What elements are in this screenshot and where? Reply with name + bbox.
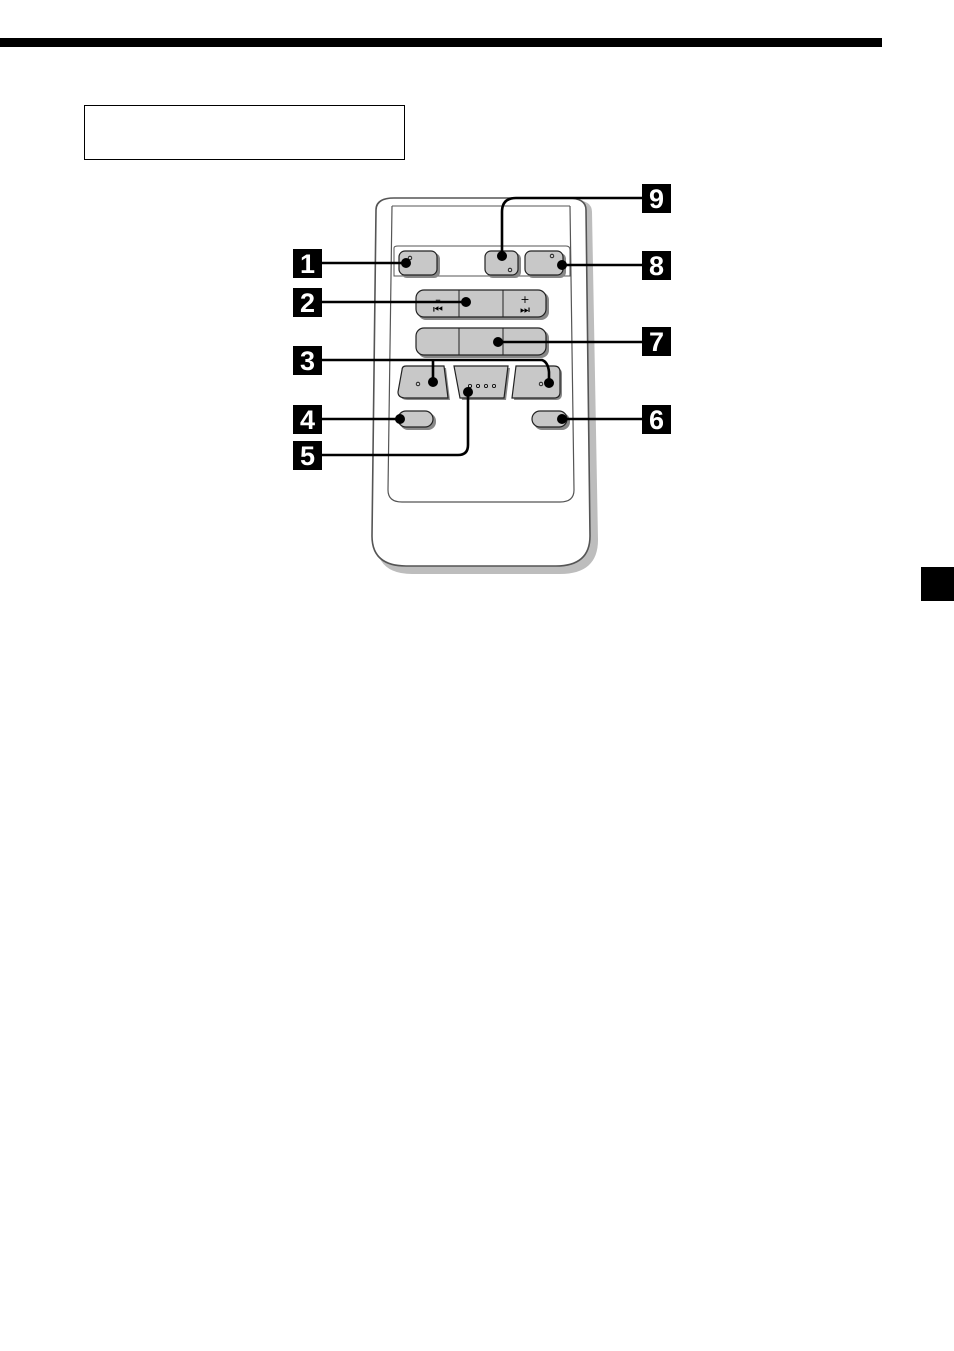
- svg-text:4: 4: [300, 405, 315, 435]
- svg-text:6: 6: [649, 405, 664, 435]
- svg-text:5: 5: [300, 441, 315, 471]
- svg-text:1: 1: [300, 249, 315, 279]
- callout-4: 4: [293, 405, 322, 435]
- skip-back-icon: ⏮: [433, 303, 443, 316]
- callout-3: 3: [293, 346, 322, 376]
- svg-text:2: 2: [300, 288, 315, 318]
- callout-5: 5: [293, 441, 322, 471]
- center-button[interactable]: [454, 366, 510, 400]
- svg-text:3: 3: [300, 346, 315, 376]
- svg-text:9: 9: [649, 184, 664, 214]
- svg-text:8: 8: [649, 251, 664, 281]
- callout-9: 9: [642, 184, 671, 214]
- callout-1: 1: [293, 249, 322, 279]
- skip-forward-icon: ⏭: [520, 303, 530, 316]
- callout-6: 6: [642, 405, 671, 435]
- svg-text:7: 7: [649, 327, 664, 357]
- left-angled-button[interactable]: [398, 366, 450, 400]
- callout-7: 7: [642, 327, 671, 357]
- callout-2: 2: [293, 288, 322, 318]
- callout-8: 8: [642, 251, 671, 281]
- right-angled-button[interactable]: [512, 366, 562, 400]
